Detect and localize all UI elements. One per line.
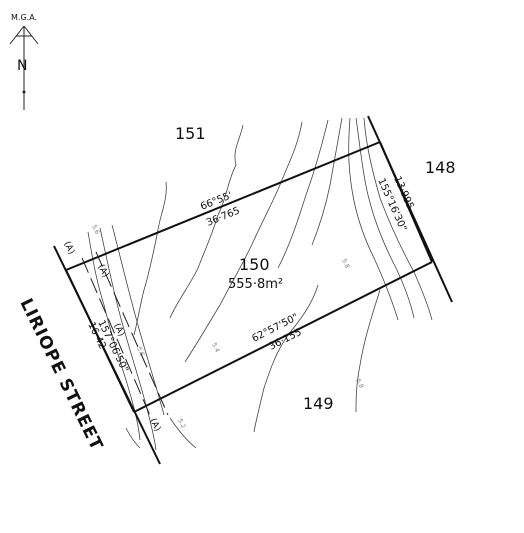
street-name: LIRIOPE STREET bbox=[16, 295, 107, 454]
contour-label: 5.4 bbox=[210, 342, 221, 354]
north-arrow: M.G.A. N bbox=[9, 13, 39, 110]
lot-150-area: 555·8m² bbox=[228, 277, 283, 292]
easement-label: (A) bbox=[61, 240, 76, 256]
lot-number-150: 150 bbox=[239, 255, 270, 274]
adjacent-boundaries bbox=[53, 115, 453, 465]
north-arrow-letter: N bbox=[17, 58, 27, 74]
contour-label: 5.8 bbox=[354, 378, 365, 390]
lot-number-149: 149 bbox=[303, 394, 334, 413]
contour-label: 5.8 bbox=[340, 258, 351, 270]
contour-label: 5.2 bbox=[176, 418, 187, 430]
north-arrow-label: M.G.A. bbox=[11, 13, 37, 22]
easement-lines bbox=[81, 251, 169, 421]
lot-number-151: 151 bbox=[175, 124, 206, 143]
contour-label: 5.6 bbox=[135, 346, 146, 358]
contour-lines bbox=[87, 117, 433, 451]
easement-label: (A) bbox=[147, 417, 162, 433]
contour-label: 5.6 bbox=[90, 224, 101, 236]
lot-number-148: 148 bbox=[425, 158, 456, 177]
